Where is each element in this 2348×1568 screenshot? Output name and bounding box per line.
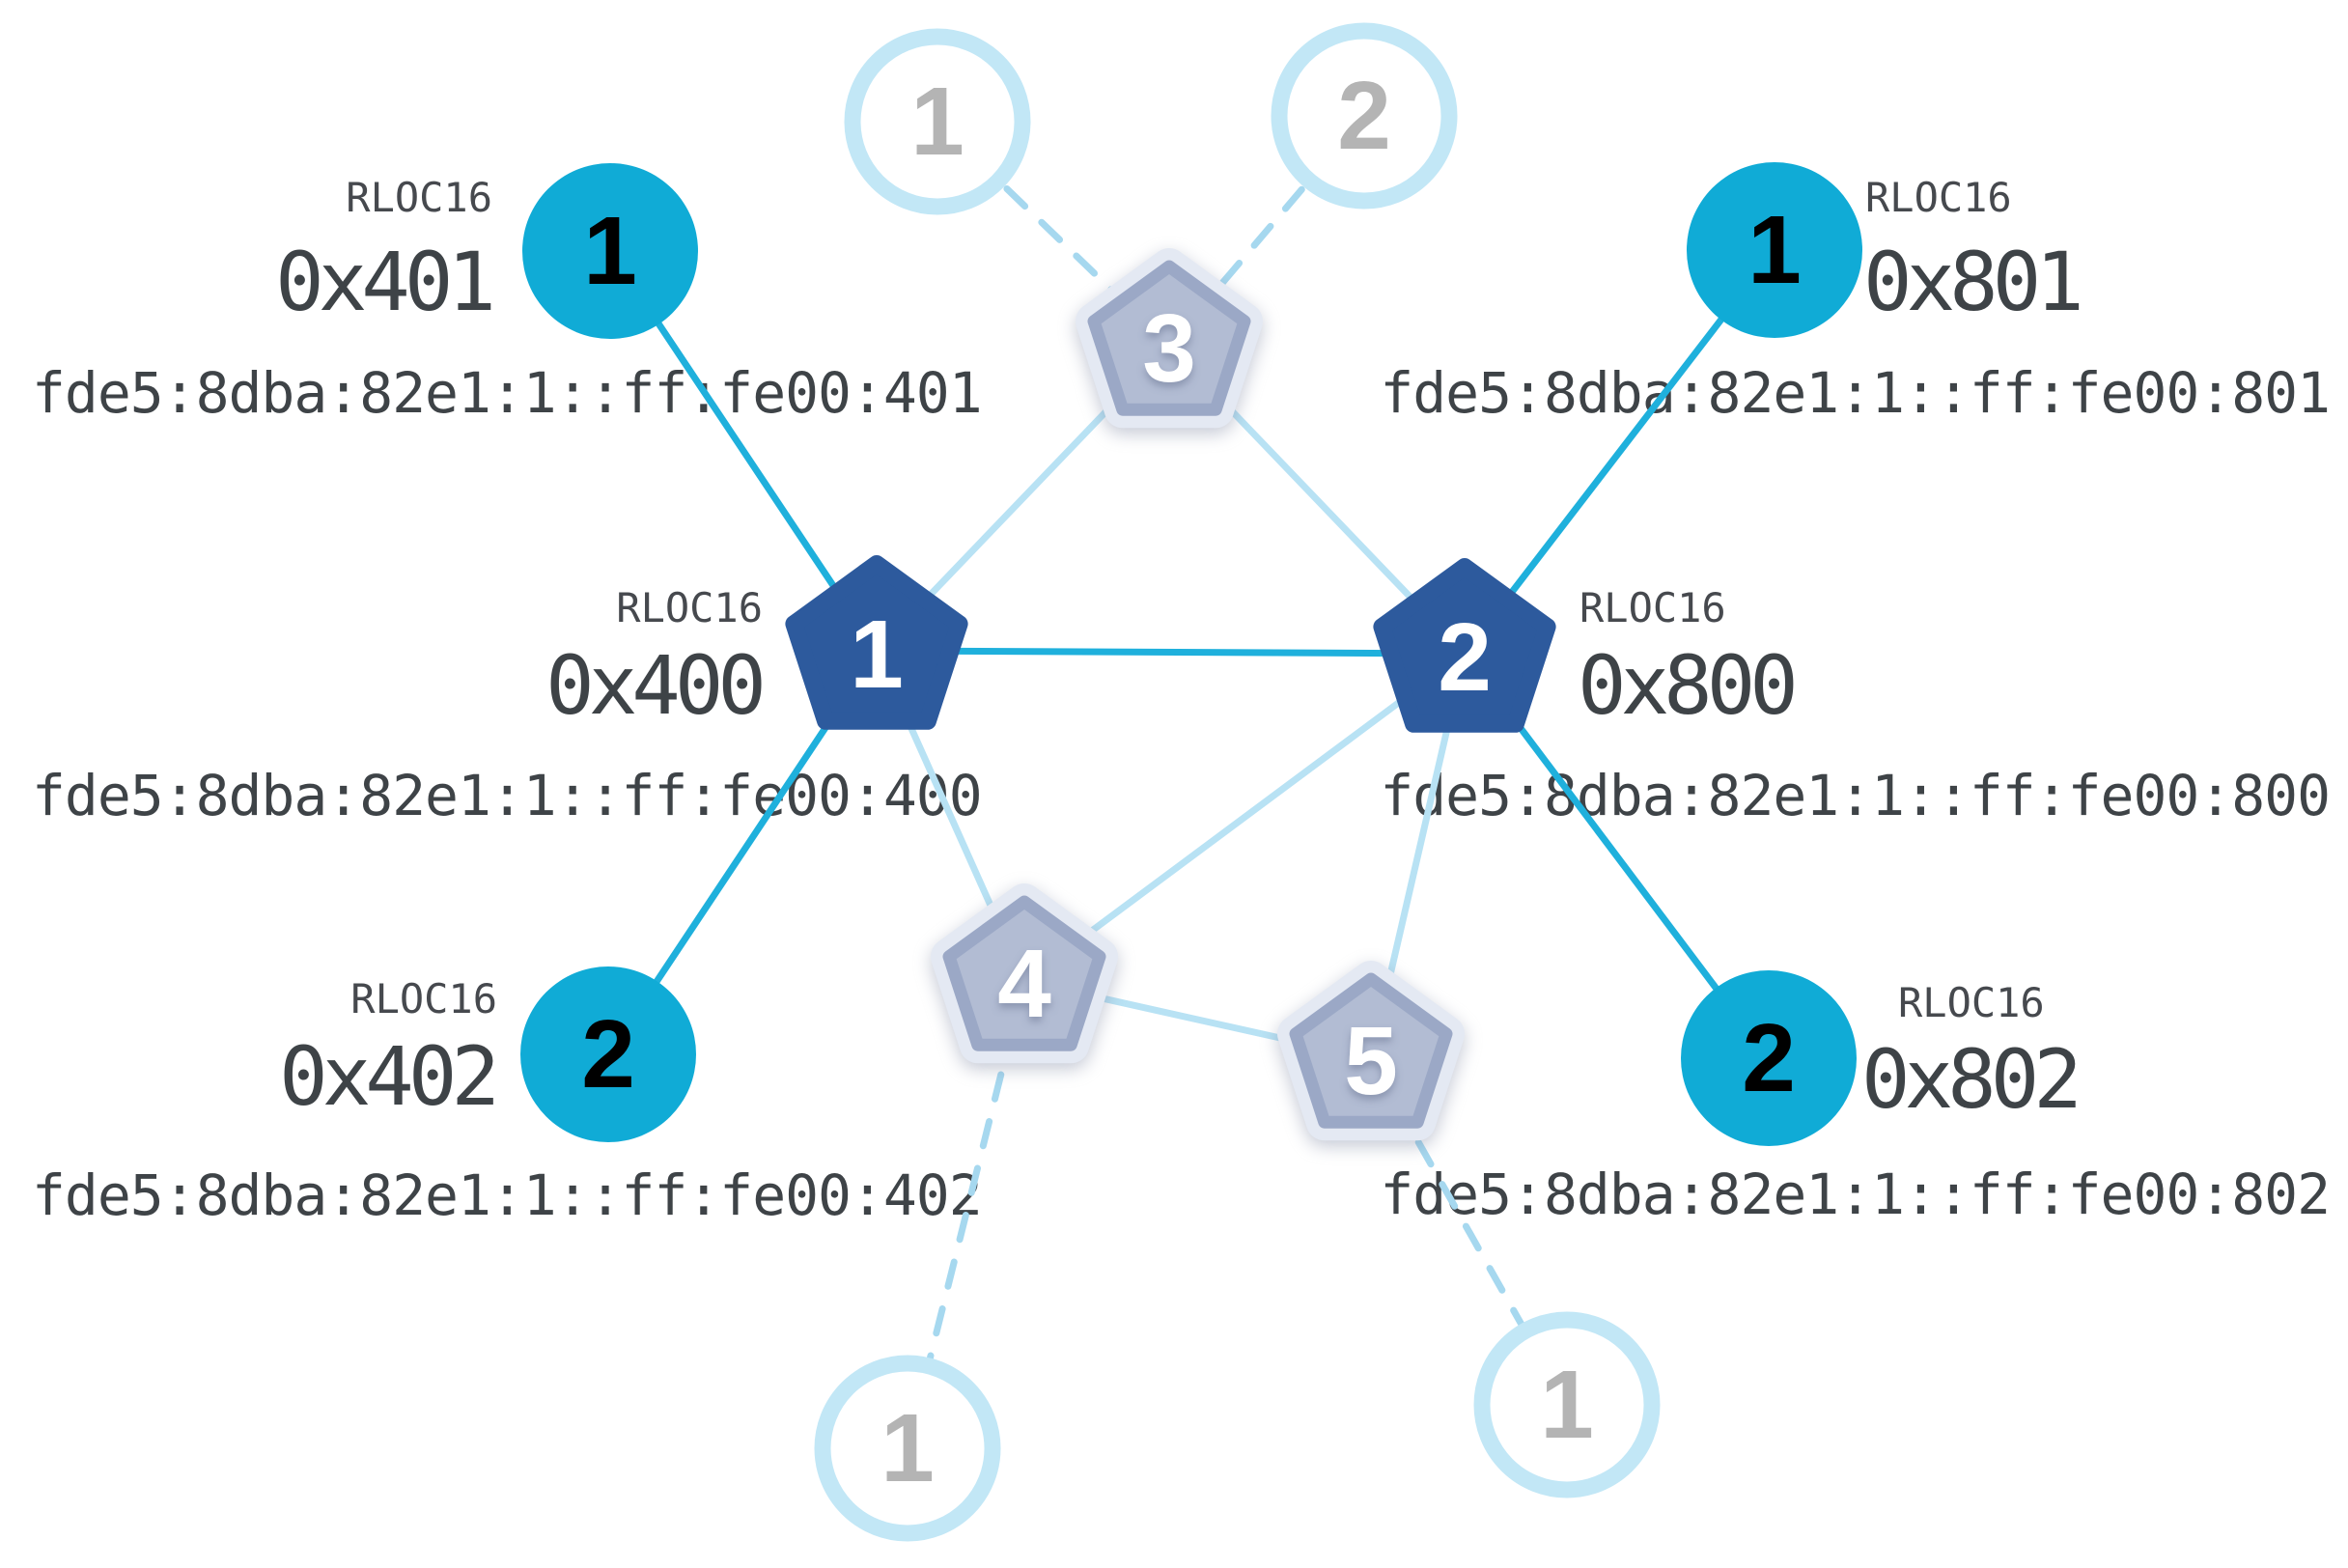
child-402-number: 2 xyxy=(581,1000,635,1108)
rloc16-value-child402: 0x402 xyxy=(279,1029,500,1124)
faded-child-top-1-number: 1 xyxy=(910,68,964,176)
rloc16-value-child401: 0x401 xyxy=(275,235,496,329)
rloc16-caption-child802: RLOC16 xyxy=(1898,979,2045,1026)
rloc16-caption-child402: RLOC16 xyxy=(350,975,497,1022)
faded-child-top-2-number: 2 xyxy=(1337,62,1391,170)
faded-router-3-number: 3 xyxy=(1142,294,1196,403)
rloc16-value-child802: 0x802 xyxy=(1861,1032,2082,1127)
faded-router-4-number: 4 xyxy=(997,930,1051,1038)
faded-child-bottom-right-number: 1 xyxy=(1540,1351,1594,1459)
child-401-number: 1 xyxy=(583,197,637,305)
rloc16-caption-child801: RLOC16 xyxy=(1865,174,2012,221)
faded-router-5-number: 5 xyxy=(1344,1007,1398,1115)
rloc16-value-child801: 0x801 xyxy=(1863,235,2084,329)
faded-child-bottom-left-number: 1 xyxy=(880,1394,935,1502)
child-802-number: 2 xyxy=(1742,1004,1796,1112)
rloc16-caption-child401: RLOC16 xyxy=(346,174,492,221)
child-801-number: 1 xyxy=(1747,196,1802,304)
router-400-number: 1 xyxy=(850,601,904,709)
router-800-number: 2 xyxy=(1438,603,1492,712)
ipv6-address-child402: fde5:8dba:82e1:1::ff:fe00:402 xyxy=(32,1162,983,1228)
